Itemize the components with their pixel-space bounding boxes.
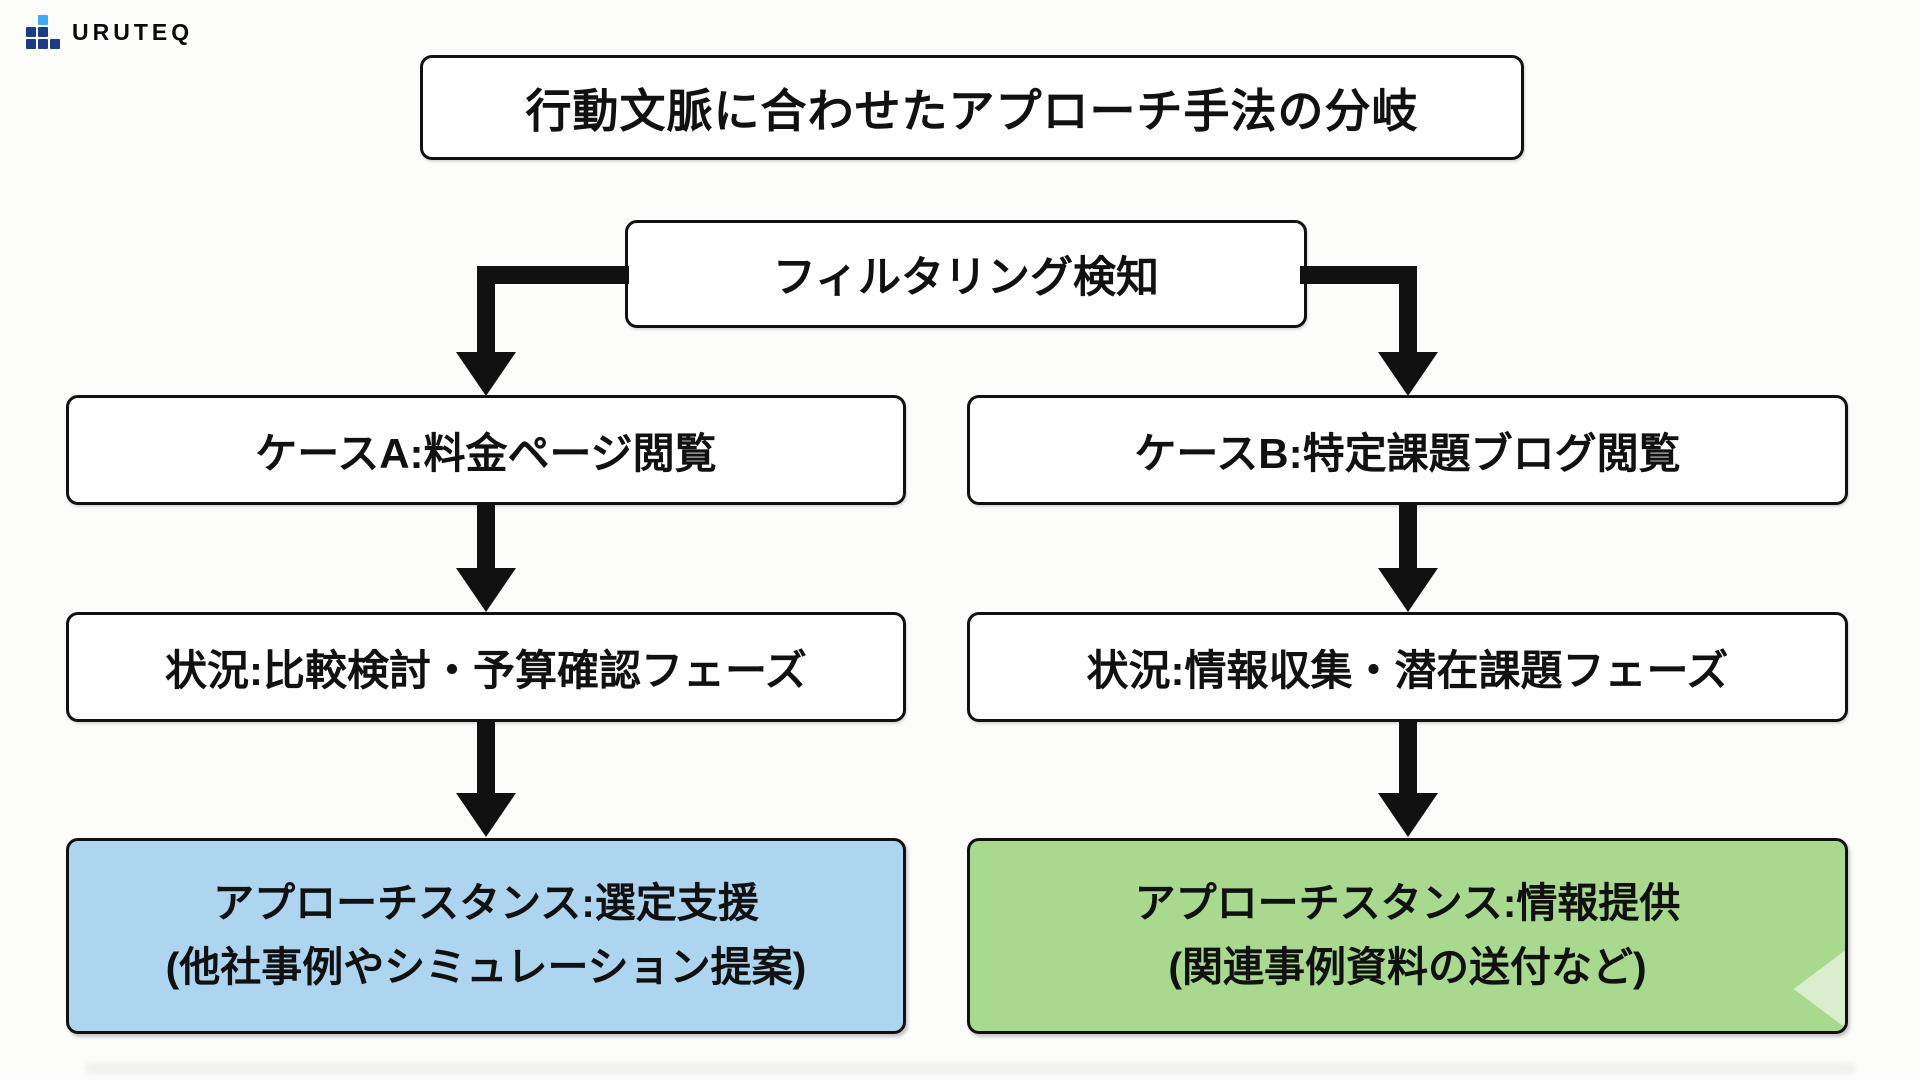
status-a-node: 状況:比較検討・予算確認フェーズ	[66, 612, 906, 722]
arrow-vertical-segment	[477, 505, 495, 571]
approach-b-line2: (関連事例資料の送付など)	[1168, 944, 1647, 990]
arrow-vertical-segment	[477, 722, 495, 796]
logo-pixel-blocks-icon	[26, 15, 60, 49]
approach-b-node: アプローチスタンス:情報提供 (関連事例資料の送付など)	[967, 838, 1848, 1034]
approach-b-line1: アプローチスタンス:情報提供	[1134, 880, 1681, 927]
arrowhead-down-icon	[456, 352, 516, 396]
case-a-node: ケースA:料金ページ閲覧	[66, 395, 906, 505]
arrowhead-down-icon	[456, 568, 516, 612]
arrowhead-down-icon	[1378, 568, 1438, 612]
approach-a-node: アプローチスタンス:選定支援 (他社事例やシミュレーション提案)	[66, 838, 906, 1034]
approach-a-line1: アプローチスタンス:選定支援	[213, 880, 759, 927]
status-b-node: 状況:情報収集・潜在課題フェーズ	[967, 612, 1848, 722]
filter-detection-node: フィルタリング検知	[625, 220, 1307, 328]
arrow-vertical-segment	[1399, 722, 1417, 796]
uruteq-logo: URUTEQ	[26, 15, 193, 49]
watermark-triangle-icon	[1793, 949, 1845, 1029]
logo-block-light	[38, 15, 48, 25]
case-b-node: ケースB:特定課題ブログ閲覧	[967, 395, 1848, 505]
approach-a-line2: (他社事例やシミュレーション提案)	[165, 944, 807, 990]
arrow-horizontal-segment	[477, 266, 629, 284]
bottom-cutoff-artifact	[85, 1062, 1855, 1075]
brand-name: URUTEQ	[72, 18, 194, 45]
arrowhead-down-icon	[1378, 793, 1438, 837]
logo-block	[26, 27, 36, 37]
logo-block	[38, 39, 48, 49]
arrow-horizontal-segment	[1300, 266, 1417, 284]
logo-block	[38, 27, 48, 37]
diagram-title: 行動文脈に合わせたアプローチ手法の分岐	[420, 55, 1524, 160]
arrow-vertical-segment	[1399, 266, 1417, 356]
logo-block	[50, 39, 60, 49]
arrowhead-down-icon	[1378, 352, 1438, 396]
arrowhead-down-icon	[456, 793, 516, 837]
logo-block	[26, 39, 36, 49]
arrow-vertical-segment	[1399, 505, 1417, 571]
arrow-vertical-segment	[477, 266, 495, 356]
